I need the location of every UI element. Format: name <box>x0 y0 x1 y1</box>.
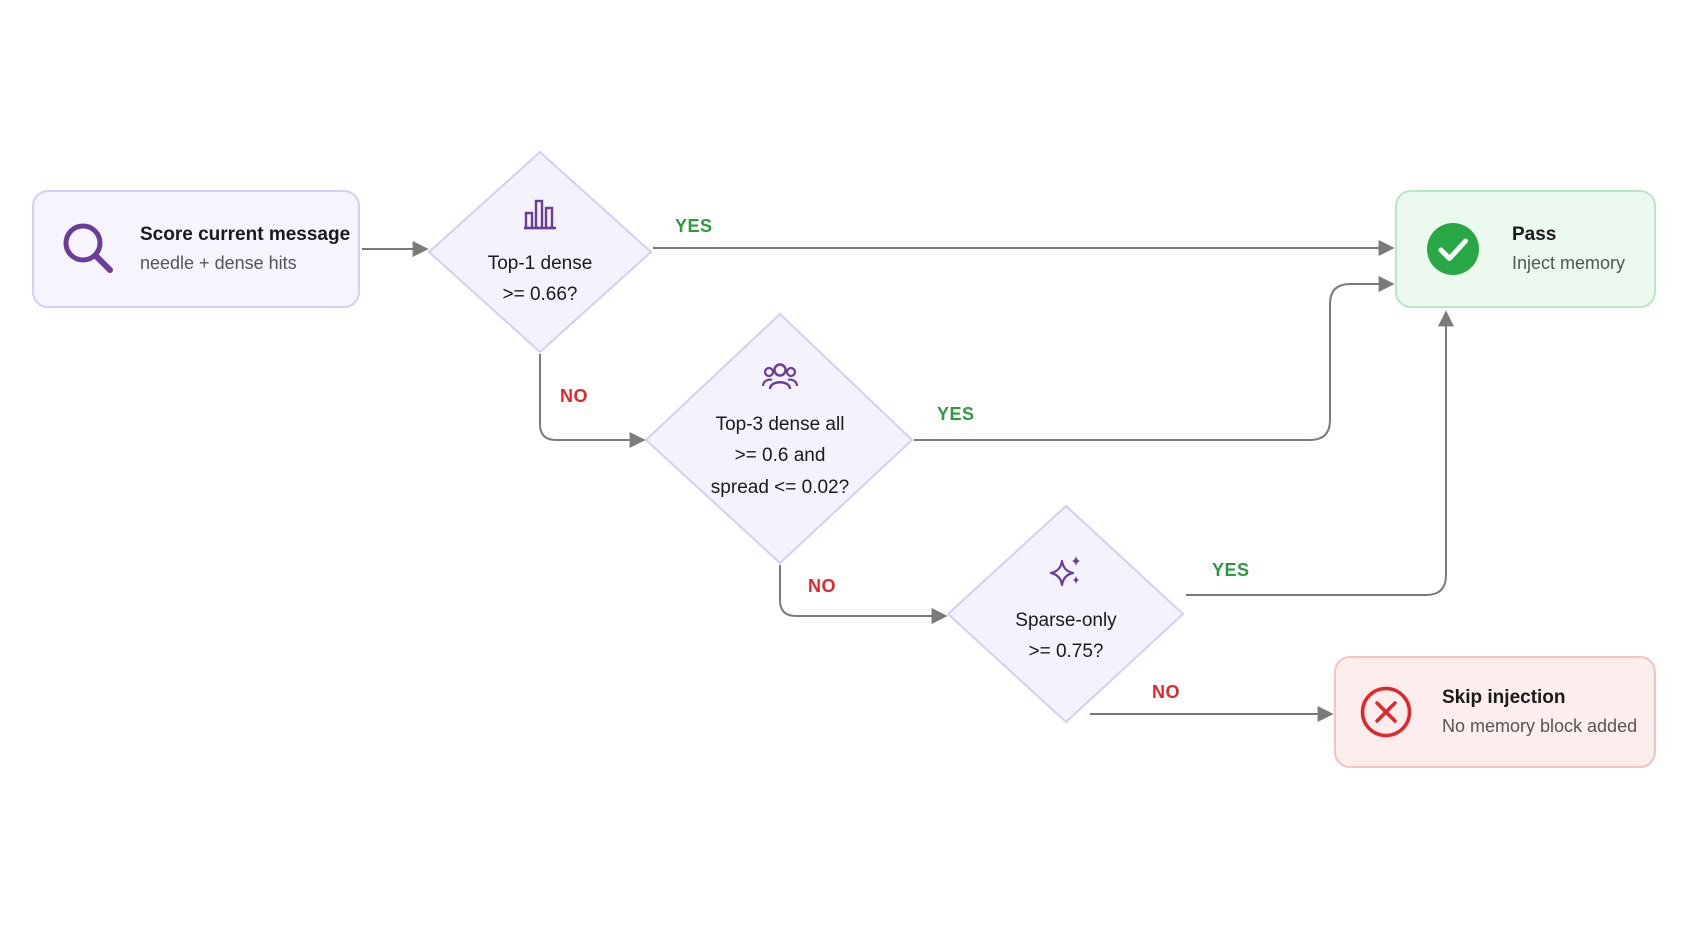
pass-node: Pass Inject memory <box>1395 190 1656 308</box>
users-icon <box>665 362 895 403</box>
start-node: Score current message needle + dense hit… <box>32 190 360 308</box>
decision-1-line-1: Top-1 dense <box>487 252 593 274</box>
decision-2-line-2: >= 0.6 and <box>734 445 826 466</box>
decision-diamond-1 <box>427 150 653 354</box>
x-circle-icon <box>1360 686 1412 738</box>
edge-d3-yes <box>1186 310 1454 596</box>
sparkles-icon <box>966 554 1166 599</box>
skip-title: Skip injection <box>1442 687 1566 708</box>
decision-2-line-1: Top-3 dense all <box>715 413 845 435</box>
start-title: Score current message <box>140 224 351 245</box>
pass-title: Pass <box>1512 224 1557 245</box>
decision-diamond-3 <box>946 504 1185 724</box>
skip-node: Skip injection No memory block added <box>1334 656 1656 768</box>
decision-diamond-2 <box>644 312 914 565</box>
bar-chart-icon <box>440 197 640 242</box>
decision-1-label: Top-1 dense >= 0.66? <box>440 197 640 311</box>
edge-label-d3-yes: YES <box>1212 560 1250 580</box>
edge-label-d1-no: NO <box>560 386 588 406</box>
start-subtitle: needle + dense hits <box>140 253 297 273</box>
decision-3-line-2: >= 0.75? <box>1028 641 1104 662</box>
edge-label-d3-no: NO <box>1152 682 1180 702</box>
decision-1-line-2: >= 0.66? <box>502 284 578 305</box>
edge-d2-yes <box>914 276 1395 441</box>
decision-3-line-1: Sparse-only <box>1015 609 1117 631</box>
decision-2-line-3: spread <= 0.02? <box>710 476 850 498</box>
edge-label-d2-yes: YES <box>937 404 975 424</box>
decision-2-label: Top-3 dense all >= 0.6 and spread <= 0.0… <box>665 362 895 503</box>
decision-3-label: Sparse-only >= 0.75? <box>966 554 1166 668</box>
edge-label-d1-yes: YES <box>675 216 713 236</box>
pass-subtitle: Inject memory <box>1512 253 1626 273</box>
edge-label-d2-no: NO <box>808 576 836 596</box>
edge-d2-no <box>779 565 948 624</box>
search-icon <box>60 220 118 278</box>
skip-subtitle: No memory block added <box>1442 716 1638 736</box>
check-circle-icon <box>1426 222 1480 276</box>
edge-d1-no <box>539 354 646 448</box>
